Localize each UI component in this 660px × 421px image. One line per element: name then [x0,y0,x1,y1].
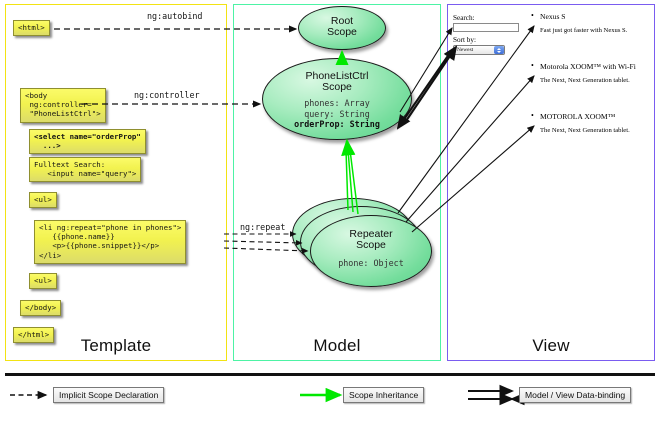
sort-by-label: Sort by: [453,36,476,44]
phone-snippet: The Next, Next Generation tablet. [540,127,630,134]
edge-label-repeat: ng:repeat [240,222,286,232]
edge-label-autobind: ng:autobind [147,11,203,21]
prop-orderprop: orderProp: String [294,119,380,129]
phone-list-item[interactable]: Nexus S Fast just got faster with Nexus … [540,12,627,34]
phone-name[interactable]: Nexus S [540,12,627,21]
phone-snippet: The Next, Next Generation tablet. [540,77,630,84]
legend-label-implicit: Implicit Scope Declaration [53,387,165,403]
code-box-ul-close: <ul> [29,273,57,290]
legend-label-inheritance: Scope Inheritance [343,387,425,403]
panel-title-view: View [532,336,570,355]
code-box-ul-open: <ul> [29,192,57,209]
edge-label-controller: ng:controller [134,90,200,100]
code-box-li-repeat: <li ng:repeat="phone in phones"> {{phone… [34,220,187,264]
phone-list-item[interactable]: MOTOROLA XOOM™ The Next, Next Generation… [540,112,630,134]
sort-by-value: Newest [457,47,474,53]
scope-phonelistctrl: PhoneListCtrl Scope phones: Array query:… [262,58,412,140]
scope-phonelistctrl-props: phones: Array query: String orderProp: S… [263,93,411,130]
scope-repeater-props: phone: Object [311,251,431,269]
scope-repeater-title: Repeater Scope [349,228,393,251]
phone-list-item[interactable]: Motorola XOOM™ with Wi-Fi The Next, Next… [540,62,636,84]
sort-by-select[interactable]: Newest [453,45,505,55]
code-box-html-close: </html> [13,327,55,344]
chevron-updown-icon[interactable] [494,46,504,55]
code-box-body-close: </body> [20,300,62,317]
scope-phonelistctrl-title: PhoneListCtrl Scope [305,70,369,93]
code-box-fulltext: Fulltext Search: <input name="query"> [29,157,142,183]
code-box-html-open: <html> [13,20,50,37]
prop-phone: phone: Object [338,258,404,268]
search-label: Search: [453,14,475,22]
legend-arrow-double [468,384,525,406]
phone-name[interactable]: Motorola XOOM™ with Wi-Fi [540,62,636,71]
legend-divider [5,373,655,376]
code-box-select: <select name="orderProp" ...> [29,129,146,155]
scope-repeater: Repeater Scope phone: Object [310,215,432,287]
search-input[interactable] [453,23,519,32]
prop-phones: phones: Array [304,98,370,108]
phone-name[interactable]: MOTOROLA XOOM™ [540,112,630,121]
scope-root: Root Scope [298,6,386,50]
scope-root-title: Root Scope [327,15,357,38]
code-box-body-open: <body ng:controller= "PhoneListCtrl"> [20,88,106,123]
panel-view: View [447,4,655,361]
phone-snippet: Fast just got faster with Nexus S. [540,27,628,34]
prop-query: query: String [304,108,370,119]
panel-title-model: Model [313,336,361,355]
panel-title-template: Template [80,336,152,355]
legend-label-databinding: Model / View Data-binding [519,387,632,403]
